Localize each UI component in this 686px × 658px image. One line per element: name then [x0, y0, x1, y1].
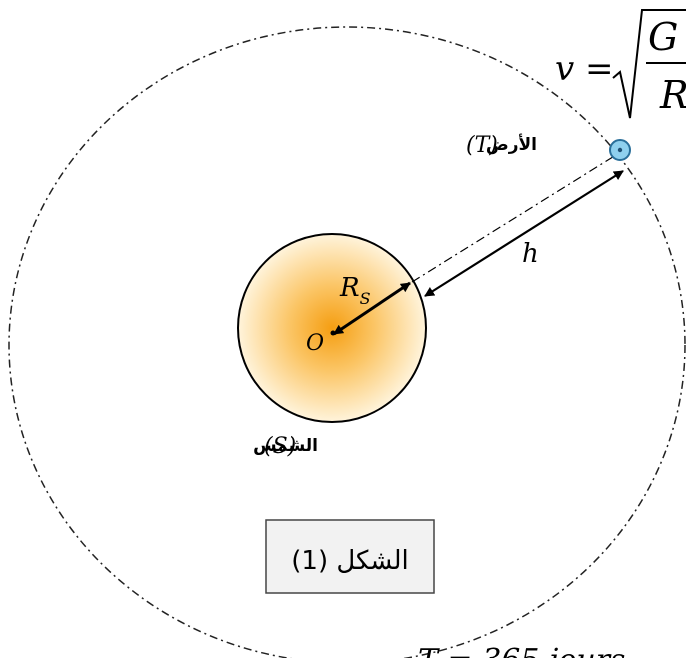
radius-label: RS	[339, 273, 371, 308]
formula-numerator: G	[648, 15, 678, 59]
formula-sqrt-sign	[612, 9, 686, 119]
sun-body	[237, 233, 427, 423]
distance-h-label: h	[522, 239, 539, 269]
period-text: T = 365 jours	[418, 643, 625, 658]
earth-symbol: (T)	[466, 133, 498, 158]
figure-caption-label: الشكل (1)	[291, 546, 409, 576]
formula-denominator: R	[659, 73, 686, 117]
sun-label-ar: الشمس	[253, 436, 318, 456]
formula-lhs: v =	[555, 49, 614, 89]
earth-label-ar: الأرض	[486, 134, 537, 155]
earth-orbit	[8, 26, 686, 658]
earth-center-dot	[617, 147, 623, 153]
sun-earth-line	[411, 154, 617, 283]
figure-caption-box	[265, 519, 435, 594]
sun-symbol: (S)	[264, 434, 296, 459]
sun-center-label: O	[306, 331, 324, 356]
distance-h-arrow	[424, 170, 624, 297]
sun-center-point	[330, 330, 336, 336]
radius-arrow	[333, 281, 411, 336]
